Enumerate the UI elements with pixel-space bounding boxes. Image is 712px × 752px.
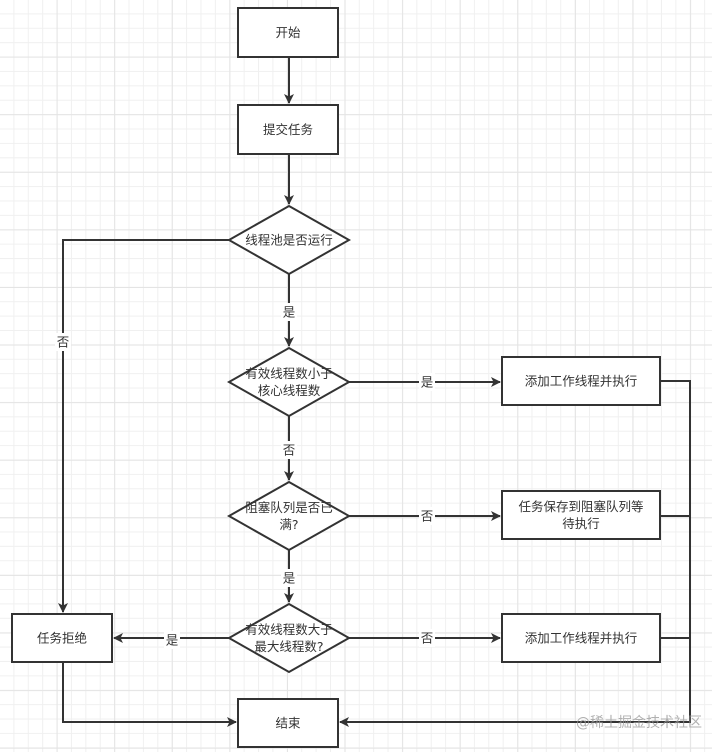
edge-label-background (55, 333, 71, 351)
edge-label: 否 (55, 333, 71, 351)
edge-label: 否 (281, 441, 297, 459)
node-label: 提交任务 (263, 122, 313, 137)
node-pool-running[interactable]: 线程池是否运行 (226, 204, 352, 276)
edge-label: 是 (419, 373, 435, 391)
process-box (501, 490, 661, 540)
decision-diamond (226, 346, 352, 418)
edge-label: 是 (164, 631, 180, 649)
edge-label-text: 否 (421, 509, 434, 524)
edge-label-text: 是 (283, 305, 296, 320)
node-label: 有效线程数大于 (245, 622, 333, 637)
edge-label-background (281, 569, 297, 587)
node-label: 结束 (275, 716, 301, 731)
edge-label-text: 是 (283, 571, 296, 586)
edge-label-text: 否 (283, 443, 296, 458)
edge-reject-to-end (62, 662, 237, 727)
node-label: 添加工作线程并执行 (525, 631, 638, 646)
edge-add_worker_1-to-end (339, 380, 691, 727)
node-label: 任务拒绝 (37, 631, 87, 646)
edge-label-text: 是 (421, 375, 434, 390)
node-reject[interactable]: 任务拒绝 (11, 613, 113, 663)
edge-label-background (164, 631, 180, 649)
edge-label-text: 否 (421, 631, 434, 646)
edge-label: 否 (419, 507, 435, 525)
edge-label-background (419, 629, 435, 647)
process-box (501, 613, 661, 663)
node-label: 阻塞队列是否已 (245, 500, 333, 515)
edge-label-background (281, 303, 297, 321)
decision-diamond (226, 602, 352, 674)
edge-pool_running-to-reject (58, 239, 229, 613)
edge-label-background (419, 507, 435, 525)
decision-diamond (226, 204, 352, 276)
process-box (237, 104, 339, 155)
node-end[interactable]: 结束 (237, 698, 339, 748)
process-box (11, 613, 113, 663)
node-label: 满? (279, 517, 298, 532)
edge-label: 否 (419, 629, 435, 647)
node-submit[interactable]: 提交任务 (237, 104, 339, 155)
process-box (237, 698, 339, 748)
node-add-worker-1[interactable]: 添加工作线程并执行 (501, 356, 661, 406)
node-label: 开始 (275, 25, 301, 40)
process-box (501, 356, 661, 406)
node-label: 线程池是否运行 (245, 233, 333, 248)
node-label: 待执行 (562, 516, 600, 531)
node-label: 有效线程数小于 (245, 366, 333, 381)
node-label: 最大线程数? (254, 639, 323, 654)
decision-diamond (226, 480, 352, 552)
node-label: 添加工作线程并执行 (525, 374, 638, 389)
edge-label-text: 是 (166, 633, 179, 648)
process-box (237, 7, 339, 58)
node-add-worker-2[interactable]: 添加工作线程并执行 (501, 613, 661, 663)
edge-label-background (281, 441, 297, 459)
node-start[interactable]: 开始 (237, 7, 339, 58)
edge-label: 是 (281, 569, 297, 587)
edge-label-background (419, 373, 435, 391)
watermark: @稀土掘金技术社区 (576, 715, 702, 731)
node-label: 任务保存到阻塞队列等 (518, 499, 643, 514)
edge-label-text: 否 (57, 335, 70, 350)
node-label: 核心线程数 (258, 383, 321, 398)
edge-label: 是 (281, 303, 297, 321)
